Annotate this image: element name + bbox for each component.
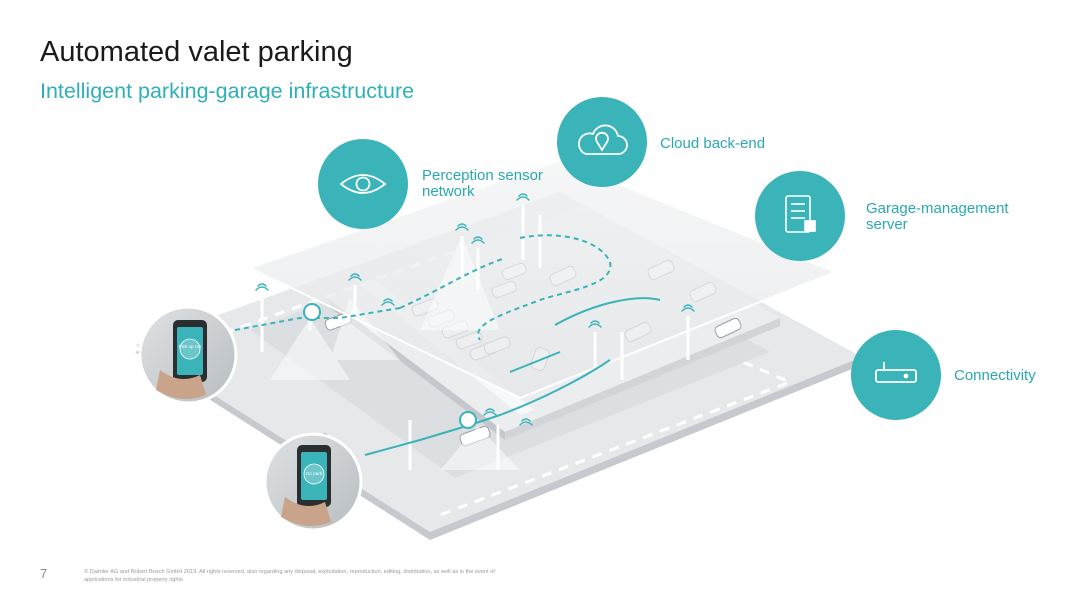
- perception-sensor-circle: [318, 139, 408, 229]
- phone-park-text: Go park: [306, 471, 323, 476]
- phone-pickup-text: Pick up car: [179, 344, 202, 349]
- garage-server-circle: [755, 171, 845, 261]
- cloud-location-icon: [578, 124, 628, 155]
- garage-server-label: Garage-management server: [866, 200, 1009, 233]
- page-title: Automated valet parking: [40, 36, 353, 68]
- perception-sensor-label: Perception sensor network: [422, 167, 543, 200]
- phone-pickup-bubble: Pick up car: [138, 305, 238, 405]
- server-icon: [785, 195, 816, 233]
- connectivity-label: Connectivity: [954, 367, 1036, 384]
- cloud-backend-circle: [557, 97, 647, 187]
- phone-park-bubble: Go park: [263, 432, 363, 532]
- router-icon: [875, 362, 917, 383]
- connectivity-circle: [851, 330, 941, 420]
- garage-roof-glass: [247, 158, 838, 400]
- page-number: 7: [40, 566, 48, 581]
- sensor-coverage-cones: [270, 236, 520, 470]
- copyright-notice: © Daimler AG and Robert Bosch GmbH 2019.…: [84, 569, 495, 583]
- page-subtitle: Intelligent parking-garage infrastructur…: [40, 79, 415, 103]
- cloud-backend-label: Cloud back-end: [660, 135, 766, 152]
- eye-icon: [339, 174, 387, 194]
- valet-route-paths: [234, 234, 661, 456]
